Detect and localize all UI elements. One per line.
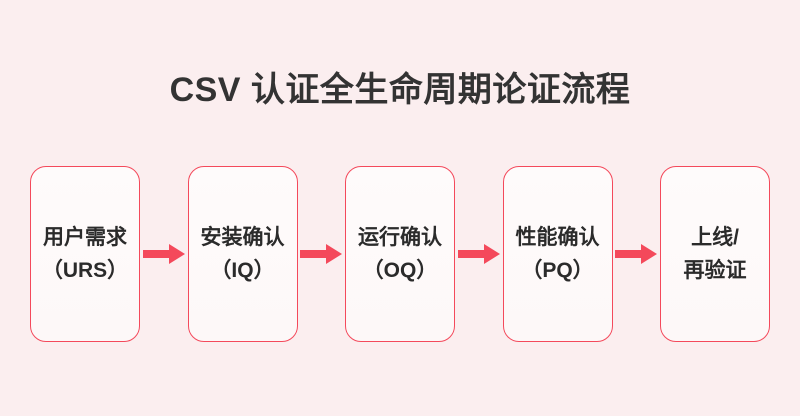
flow-step-oq-line1: 运行确认 [358, 226, 442, 249]
flow-step-iq-line1: 安装确认 [200, 226, 285, 249]
arrow-right-icon [615, 243, 658, 265]
flow-step-iq-line2: （IQ） [210, 259, 275, 282]
flow-step-oq-line2: （OQ） [362, 259, 438, 282]
arrow-right-icon [457, 243, 500, 265]
process-flow: 用户需求 （URS） 安装确认 （IQ） 运行确认 （OQ） [30, 166, 770, 342]
flow-step-urs[interactable]: 用户需求 （URS） [30, 166, 140, 342]
flow-step-oq[interactable]: 运行确认 （OQ） [345, 166, 455, 342]
flow-step-pq-line1: 性能确认 [515, 226, 600, 249]
flow-step-golive-line1: 上线/ [691, 226, 739, 249]
flow-step-golive[interactable]: 上线/ 再验证 [660, 166, 770, 342]
flow-step-pq-line2: （PQ） [521, 259, 594, 282]
page-title: CSV 认证全生命周期论证流程 [169, 71, 631, 109]
flow-step-pq[interactable]: 性能确认 （PQ） [502, 166, 613, 342]
arrow-right-icon [300, 243, 343, 265]
flow-step-golive-line2: 再验证 [683, 259, 747, 282]
flow-step-iq[interactable]: 安装确认 （IQ） [187, 166, 298, 342]
arrow-right-icon [142, 243, 185, 265]
flow-step-urs-line1: 用户需求 [43, 226, 127, 249]
flow-step-urs-line2: （URS） [41, 259, 129, 282]
